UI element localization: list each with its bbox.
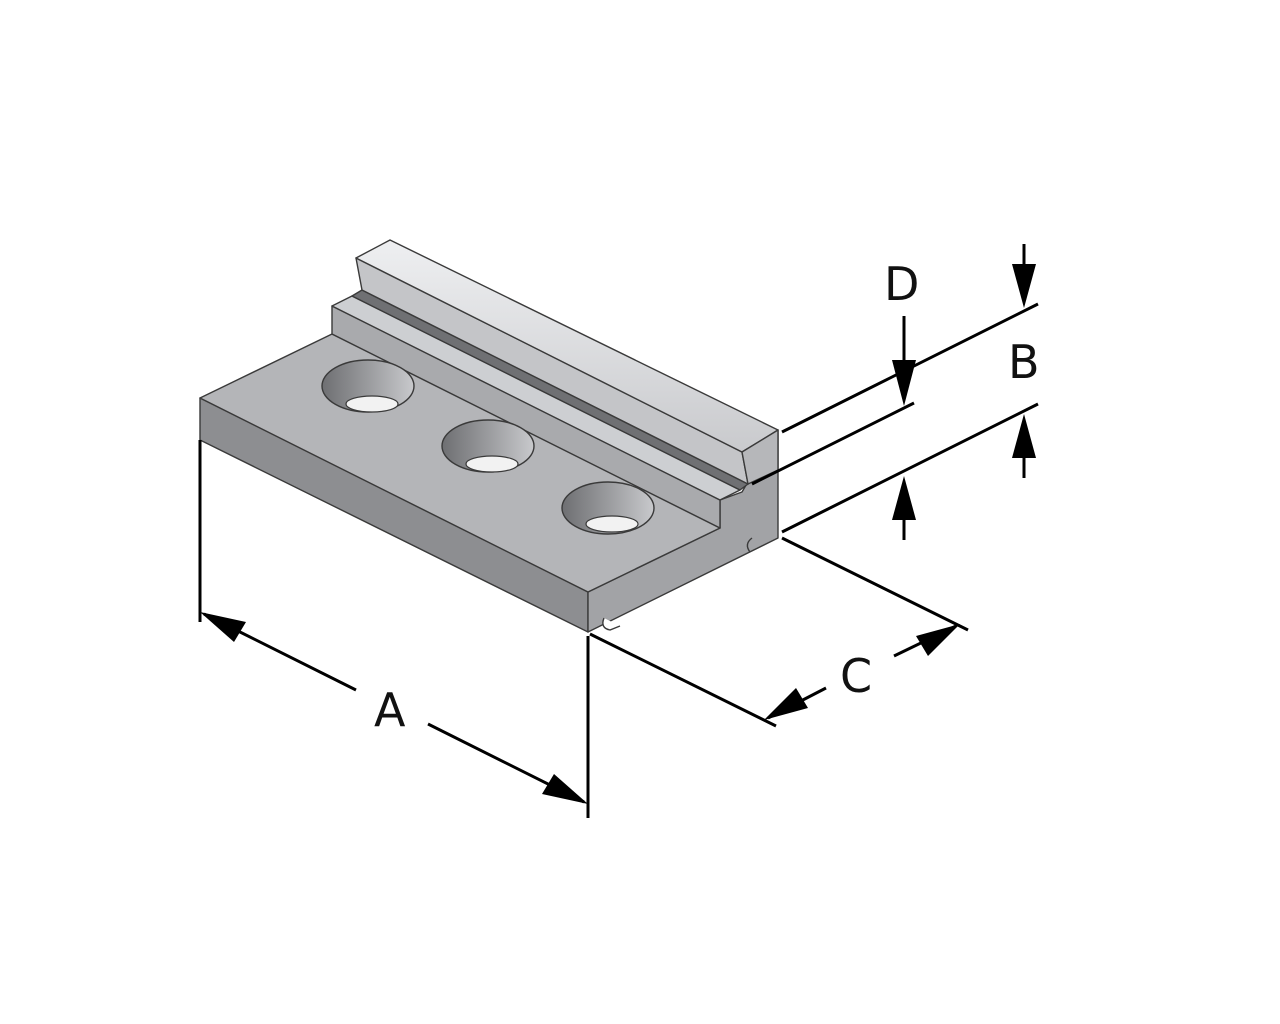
dim-b-arrow-top xyxy=(1012,264,1036,308)
end-notch-upper xyxy=(746,537,753,553)
dimension-a: A xyxy=(198,440,590,818)
hole-2 xyxy=(441,419,535,473)
dim-c-extension-left xyxy=(589,632,777,728)
dim-d-arrow-bottom xyxy=(892,476,916,520)
dim-c-extension-right xyxy=(781,536,969,632)
dim-b-extension-bottom xyxy=(781,402,1039,534)
dim-c-arrow-left xyxy=(764,688,808,720)
dimension-c: C xyxy=(589,536,969,728)
dim-d-label: D xyxy=(884,257,919,311)
dim-c-arrow-right xyxy=(916,624,960,656)
hole-3 xyxy=(561,481,655,535)
clamp-jaw-part xyxy=(199,239,779,633)
dim-b-label: B xyxy=(1008,335,1040,389)
dim-d-extension-top xyxy=(751,401,915,486)
dim-a-arrow-right xyxy=(542,774,588,804)
dim-a-label: A xyxy=(374,683,406,737)
dimension-d: D xyxy=(751,257,919,540)
dim-b-arrow-bottom xyxy=(1012,414,1036,458)
end-notch-lower xyxy=(602,617,621,631)
hole-1 xyxy=(321,359,415,413)
dim-d-arrow-top xyxy=(892,360,916,406)
dim-c-label: C xyxy=(840,649,872,703)
dim-a-arrow-left xyxy=(200,612,246,642)
